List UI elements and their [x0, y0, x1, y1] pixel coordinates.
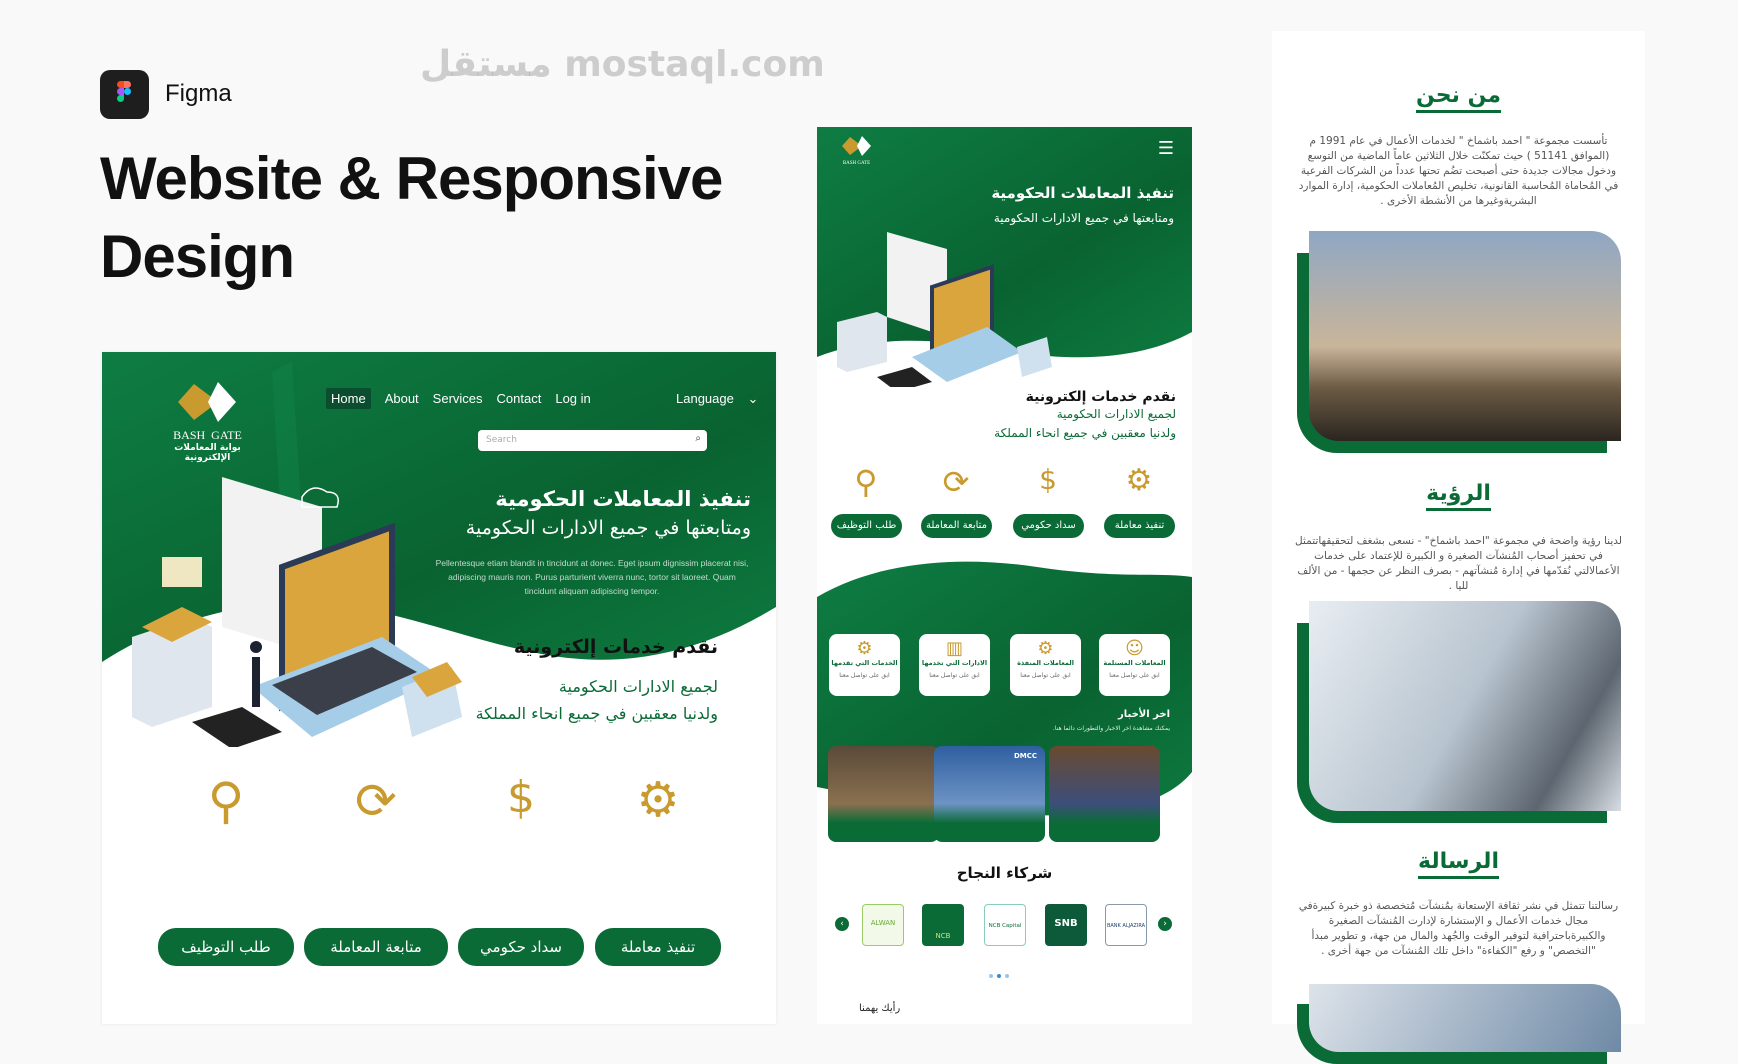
laptop-illustration — [132, 477, 462, 747]
gear-cycle-icon: ⟳ — [355, 772, 397, 830]
news-card[interactable]: DMCC — [934, 746, 1045, 842]
mobile-execute-transaction-button[interactable]: تنفيذ معاملة — [1104, 514, 1175, 538]
handshake-gear-icon: ⚙ — [1037, 638, 1054, 659]
riyadh-tower-photo — [1297, 231, 1621, 453]
vision-text: لدينا رؤية واضحة في مجموعة "احمد باشماخ"… — [1295, 535, 1622, 592]
gov-payment-button[interactable]: سداد حكومي — [458, 928, 584, 966]
feedback-title: رأيك يهمنا — [859, 1003, 901, 1014]
mobile-services-line-1: لجميع الادارات الحكومية — [1056, 407, 1176, 421]
partners-title: شركاء النجاح — [956, 864, 1053, 882]
job-application-button[interactable]: طلب التوظيف — [158, 928, 294, 966]
app-name: Figma — [165, 80, 232, 107]
mobile-track-transaction-button[interactable]: متابعة المعاملة — [921, 514, 992, 538]
services-line-1: لجميع الادارات الحكومية — [558, 677, 718, 696]
hand-gear-icon: ⚙ — [1125, 463, 1153, 498]
nav-contact[interactable]: Contact — [496, 391, 542, 406]
news-subtitle: يمكنك مشاهدة اخر الاخبار والتطورات دائما… — [1052, 725, 1170, 732]
search-icon[interactable]: ⌕ — [695, 433, 701, 444]
person-gear-icon: ☺ — [1125, 638, 1144, 659]
vision-title: الرؤية — [1272, 481, 1645, 511]
carousel-next-icon[interactable]: › — [1158, 917, 1172, 931]
hand-gear-icon: ⚙ — [636, 772, 680, 828]
about-panel: من نحن تأسست مجموعة " احمد باشماخ " لخدم… — [1272, 31, 1645, 1064]
calculator-photo — [1297, 984, 1621, 1064]
hero-lorem: Pellentesque etiam blandit in tincidunt … — [435, 558, 749, 596]
partner-logo: ALWAN — [862, 904, 904, 946]
partner-logo: NCB Capital — [984, 904, 1026, 946]
partner-logo: BANK ALJAZIRA — [1105, 904, 1147, 946]
language-dropdown[interactable]: Language ⌄ — [676, 391, 759, 406]
mobile-laptop-illustration — [837, 232, 1052, 387]
partner-logo: NCB — [922, 904, 964, 946]
desktop-mockup: BASH GATE بوابة المعاملات الإلكترونية Ho… — [102, 352, 776, 1024]
carousel-dots[interactable] — [989, 974, 1009, 978]
logo-diamond-icon — [841, 136, 871, 156]
buildings-icon: ▥ — [945, 638, 963, 659]
news-card[interactable] — [1049, 746, 1160, 842]
hand-dollar-icon: $ — [1039, 463, 1057, 496]
chevron-down-icon: ⌄ — [747, 391, 759, 406]
nav-about[interactable]: About — [384, 391, 419, 406]
mission-text: رسالتنا تتمثل في نشر ثقافة الإستعانة بمُ… — [1298, 900, 1619, 957]
job-search-icon: ⚲ — [207, 772, 245, 830]
who-we-are-text: تأسست مجموعة " احمد باشماخ " لخدمات الأع… — [1298, 135, 1619, 207]
bashgate-logo[interactable]: BASH GATE بوابة المعاملات الإلكترونية — [155, 380, 260, 463]
mostaql-watermark: مستقل mostaql.com — [420, 44, 825, 85]
track-transaction-button[interactable]: متابعة المعاملة — [304, 928, 448, 966]
search-input[interactable]: Search⌕ — [478, 430, 707, 451]
mobile-services-line-2: ولدنيا معقبين في جميع انحاء المملكة — [994, 426, 1176, 440]
nav-home[interactable]: Home — [326, 388, 371, 409]
hamburger-menu-icon[interactable]: ☰ — [1157, 138, 1174, 159]
who-we-are-title: من نحن — [1272, 83, 1645, 113]
hero-subheadline: ومتابعتها في جميع الادارات الحكومية — [465, 517, 751, 539]
figma-logo-icon — [100, 70, 149, 119]
mission-title: الرسالة — [1272, 849, 1645, 879]
carousel-prev-icon[interactable]: ‹ — [835, 917, 849, 931]
mobile-gov-payment-button[interactable]: سداد حكومي — [1013, 514, 1084, 538]
main-nav: Home About Services Contact Log in — [326, 388, 591, 409]
nav-login[interactable]: Log in — [555, 391, 591, 406]
job-search-icon: ⚲ — [854, 463, 878, 501]
mobile-logo[interactable]: BASH GATE — [834, 135, 879, 166]
news-card[interactable] — [828, 746, 939, 842]
services-gear-icon: ⚙ — [856, 638, 873, 659]
hand-dollar-icon: $ — [507, 772, 535, 823]
hero-headline: تنفيذ المعاملات الحكومية — [495, 487, 751, 511]
execute-transaction-button[interactable]: تنفيذ معاملة — [595, 928, 721, 966]
services-line-2: ولدنيا معقبين في جميع انحاء المملكة — [475, 704, 718, 723]
partner-logo: SNB — [1045, 904, 1087, 946]
office-laptop-photo — [1297, 601, 1621, 823]
logo-diamond-icon — [177, 382, 236, 422]
mobile-mockup: BASH GATE ☰ تنفيذ المعاملات الحكومية ومت… — [817, 127, 1192, 1024]
mobile-job-application-button[interactable]: طلب التوظيف — [831, 514, 902, 538]
nav-services[interactable]: Services — [432, 391, 483, 406]
services-title: نقدم خدمات إلكترونية — [513, 636, 718, 658]
news-title: اخر الأخبار — [1117, 709, 1170, 720]
mobile-hero-subheadline: ومتابعتها في جميع الادارات الحكومية — [993, 211, 1174, 225]
mobile-hero-headline: تنفيذ المعاملات الحكومية — [991, 184, 1174, 202]
gear-cycle-icon: ⟳ — [942, 463, 970, 501]
mobile-services-title: نقدم خدمات إلكترونية — [1025, 389, 1176, 405]
